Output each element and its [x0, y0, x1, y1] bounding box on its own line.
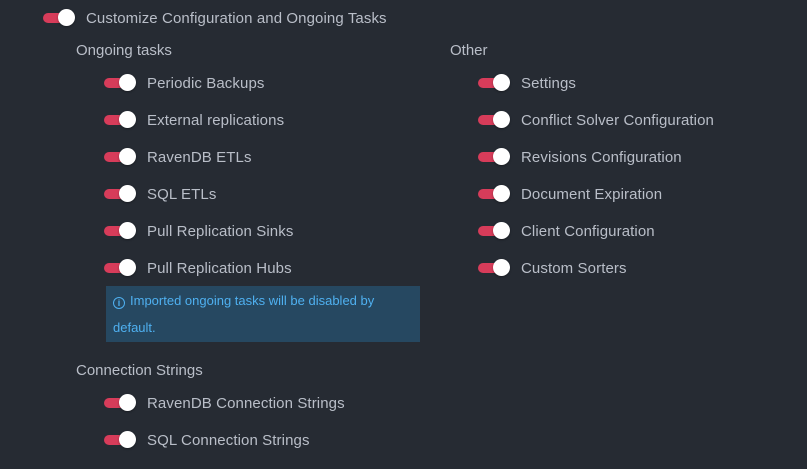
- toggle-knob: [493, 259, 510, 276]
- ravendb-etls-toggle[interactable]: [104, 147, 137, 167]
- toggle-knob: [58, 9, 75, 26]
- alert-text: Imported ongoing tasks will be disabled …: [113, 293, 375, 335]
- client-configuration-toggle[interactable]: [478, 221, 511, 241]
- toggle-knob: [119, 394, 136, 411]
- ongoing-task-ravendb-etls[interactable]: RavenDB ETLs: [104, 147, 252, 167]
- sql-connection-strings-toggle[interactable]: [104, 430, 137, 450]
- ongoing-task-pull-replication-sinks[interactable]: Pull Replication Sinks: [104, 221, 293, 241]
- customize-configuration-label: Customize Configuration and Ongoing Task…: [86, 9, 387, 27]
- toggle-knob: [493, 185, 510, 202]
- info-circle-icon: i: [113, 297, 125, 309]
- toggle-knob: [119, 259, 136, 276]
- toggle-knob: [493, 111, 510, 128]
- toggle-knob: [119, 111, 136, 128]
- toggle-knob: [119, 222, 136, 239]
- external-replications-toggle[interactable]: [104, 110, 137, 130]
- other-document-expiration[interactable]: Document Expiration: [478, 184, 662, 204]
- conflict-solver-configuration-label: Conflict Solver Configuration: [521, 111, 714, 129]
- document-expiration-label: Document Expiration: [521, 185, 663, 203]
- settings-label: Settings: [521, 74, 576, 92]
- revisions-configuration-toggle[interactable]: [478, 147, 511, 167]
- client-configuration-label: Client Configuration: [521, 222, 655, 240]
- connection-string-sql[interactable]: SQL Connection Strings: [104, 430, 310, 450]
- sql-etls-label: SQL ETLs: [147, 185, 217, 203]
- custom-sorters-toggle[interactable]: [478, 258, 511, 278]
- ravendb-etls-label: RavenDB ETLs: [147, 148, 252, 166]
- pull-replication-sinks-toggle[interactable]: [104, 221, 137, 241]
- ongoing-task-sql-etls[interactable]: SQL ETLs: [104, 184, 216, 204]
- pull-replication-hubs-toggle[interactable]: [104, 258, 137, 278]
- ravendb-connection-strings-toggle[interactable]: [104, 393, 137, 413]
- conflict-solver-configuration-toggle[interactable]: [478, 110, 511, 130]
- toggle-knob: [493, 222, 510, 239]
- document-expiration-toggle[interactable]: [478, 184, 511, 204]
- settings-toggle[interactable]: [478, 73, 511, 93]
- pull-replication-hubs-label: Pull Replication Hubs: [147, 259, 292, 277]
- other-revisions-configuration[interactable]: Revisions Configuration: [478, 147, 682, 167]
- toggle-knob: [493, 148, 510, 165]
- other-custom-sorters[interactable]: Custom Sorters: [478, 258, 627, 278]
- connection-string-ravendb[interactable]: RavenDB Connection Strings: [104, 393, 345, 413]
- toggle-knob: [119, 148, 136, 165]
- toggle-knob: [119, 431, 136, 448]
- revisions-configuration-label: Revisions Configuration: [521, 148, 682, 166]
- ongoing-task-external-replications[interactable]: External replications: [104, 110, 284, 130]
- custom-sorters-label: Custom Sorters: [521, 259, 627, 277]
- other-conflict-solver-configuration[interactable]: Conflict Solver Configuration: [478, 110, 714, 130]
- toggle-knob: [493, 74, 510, 91]
- customize-configuration-row[interactable]: Customize Configuration and Ongoing Task…: [43, 8, 387, 28]
- customize-configuration-toggle[interactable]: [43, 8, 76, 28]
- other-settings[interactable]: Settings: [478, 73, 576, 93]
- toggle-knob: [119, 185, 136, 202]
- periodic-backups-label: Periodic Backups: [147, 74, 265, 92]
- periodic-backups-toggle[interactable]: [104, 73, 137, 93]
- ravendb-connection-strings-label: RavenDB Connection Strings: [147, 394, 345, 412]
- other-heading: Other: [450, 42, 488, 59]
- sql-connection-strings-label: SQL Connection Strings: [147, 431, 310, 449]
- ongoing-task-periodic-backups[interactable]: Periodic Backups: [104, 73, 265, 93]
- ongoing-tasks-heading: Ongoing tasks: [76, 42, 172, 59]
- external-replications-label: External replications: [147, 111, 285, 129]
- toggle-knob: [119, 74, 136, 91]
- connection-strings-heading: Connection Strings: [76, 362, 203, 379]
- sql-etls-toggle[interactable]: [104, 184, 137, 204]
- pull-replication-sinks-label: Pull Replication Sinks: [147, 222, 294, 240]
- other-client-configuration[interactable]: Client Configuration: [478, 221, 655, 241]
- ongoing-task-pull-replication-hubs[interactable]: Pull Replication Hubs: [104, 258, 292, 278]
